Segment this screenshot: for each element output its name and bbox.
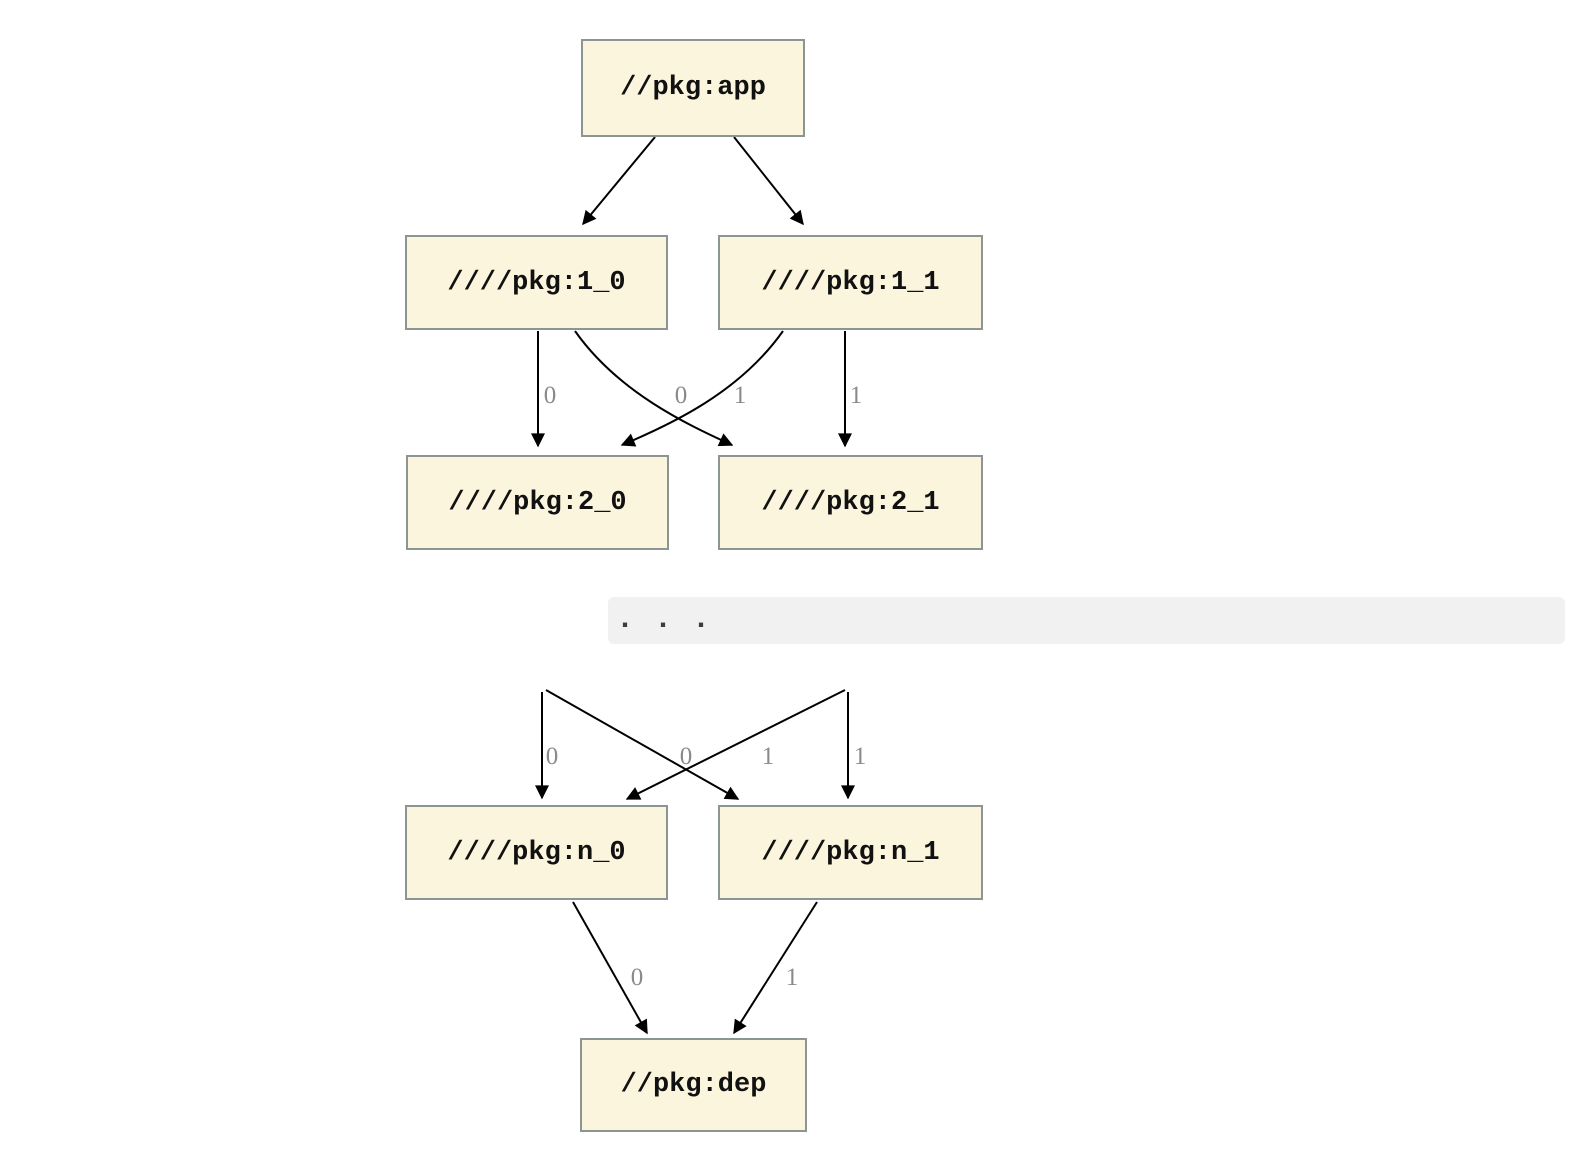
- edge-ellipsis-to-n_0-cross: [625, 689, 846, 800]
- node-pkg-app: //pkg:app: [581, 39, 805, 137]
- edge-label-1_1-2_0: 0: [675, 382, 688, 409]
- node-pkg-n_0: ////pkg:n_0: [405, 805, 668, 900]
- edge-1_0-to-2_1: [574, 330, 734, 447]
- node-pkg-2_1: ////pkg:2_1: [718, 455, 983, 550]
- edge-label-1_0-2_0: 0: [544, 382, 557, 409]
- edge-label-n_0-straight: 0: [546, 743, 559, 770]
- edge-1_1-to-2_0: [620, 330, 784, 447]
- edge-ellipsis-to-n_1-cross: [545, 689, 740, 800]
- edge-app-to-1_1: [733, 136, 804, 226]
- node-pkg-dep: //pkg:dep: [580, 1038, 807, 1132]
- node-pkg-n_1: ////pkg:n_1: [718, 805, 983, 900]
- edge-n_1-to-dep: [733, 901, 818, 1035]
- edge-label-1_1-2_1: 1: [850, 382, 863, 409]
- edge-app-to-1_0: [582, 136, 656, 226]
- ellipsis-dots: . . .: [616, 603, 712, 637]
- edge-label-n_0-cross: 0: [680, 743, 693, 770]
- node-pkg-1_0: ////pkg:1_0: [405, 235, 668, 330]
- edge-label-n_1-cross: 1: [762, 743, 775, 770]
- edge-n_0-to-dep: [572, 901, 648, 1035]
- edge-label-n_0-dep: 0: [631, 964, 644, 991]
- edge-label-n_1-dep: 1: [786, 964, 799, 991]
- ellipsis-band: . . .: [608, 597, 1565, 644]
- edge-label-1_0-2_1: 1: [734, 382, 747, 409]
- edge-label-n_1-straight: 1: [854, 743, 867, 770]
- node-pkg-2_0: ////pkg:2_0: [406, 455, 669, 550]
- node-pkg-1_1: ////pkg:1_1: [718, 235, 983, 330]
